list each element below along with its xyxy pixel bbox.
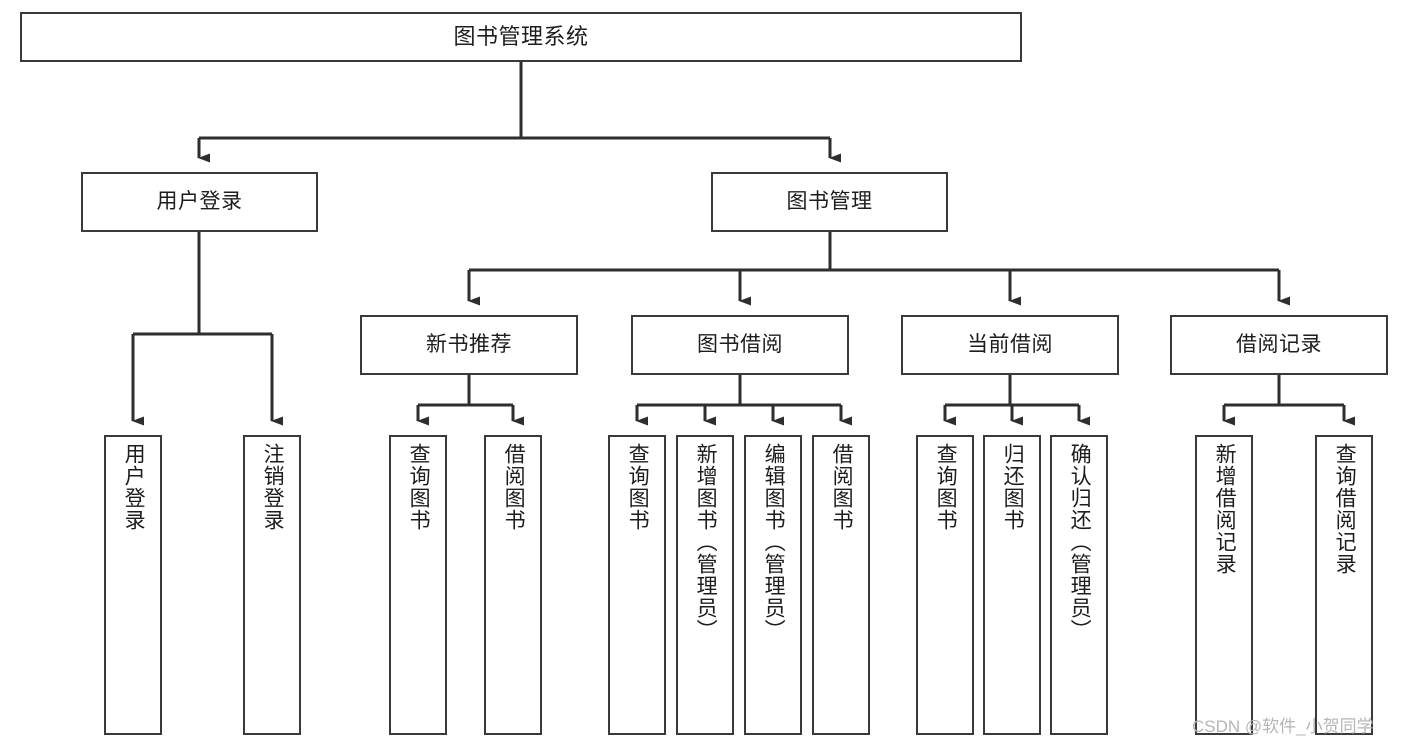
node-leaf-query-book-current[interactable]: 查询图书 (916, 435, 974, 735)
node-leaf-return-book[interactable]: 归还图书 (983, 435, 1041, 735)
node-label: 用户登录 (156, 190, 243, 214)
node-user-login[interactable]: 用户登录 (81, 172, 318, 232)
node-leaf-edit-book-admin[interactable]: 编辑图书（管理员） (744, 435, 802, 735)
node-label: 注销登录 (261, 443, 285, 531)
node-leaf-borrow-book-recommendation[interactable]: 借阅图书 (484, 435, 542, 735)
node-leaf-logout-login[interactable]: 注销登录 (243, 435, 301, 735)
node-leaf-add-borrowing-record[interactable]: 新增借阅记录 (1195, 435, 1253, 735)
node-leaf-query-borrowing-record[interactable]: 查询借阅记录 (1315, 435, 1373, 735)
node-label: 图书管理系统 (453, 23, 589, 49)
node-book-management[interactable]: 图书管理 (711, 172, 948, 232)
node-label: 借阅图书 (830, 443, 854, 531)
node-label: 查询借阅记录 (1333, 443, 1357, 575)
node-label: 当前借阅 (967, 333, 1053, 357)
node-root-book-management-system[interactable]: 图书管理系统 (20, 12, 1022, 62)
node-label: 新书推荐 (426, 333, 512, 357)
node-label: 查询图书 (407, 443, 431, 531)
node-label: 图书借阅 (697, 333, 783, 357)
node-new-book-recommendation[interactable]: 新书推荐 (360, 315, 578, 375)
node-leaf-borrow-book[interactable]: 借阅图书 (812, 435, 870, 735)
node-leaf-query-book-recommendation[interactable]: 查询图书 (389, 435, 447, 735)
node-label: 编辑图书（管理员） (762, 443, 786, 641)
node-label: 新增图书（管理员） (694, 443, 718, 641)
csdn-watermark: CSDN @软件_小贺同学 (1192, 717, 1374, 736)
node-book-borrowing[interactable]: 图书借阅 (631, 315, 849, 375)
node-label: 借阅图书 (502, 443, 526, 531)
node-label: 确认归还（管理员） (1068, 443, 1092, 641)
node-label: 借阅记录 (1236, 333, 1322, 357)
node-label: 查询图书 (626, 443, 650, 531)
node-label: 查询图书 (934, 443, 958, 531)
node-label: 图书管理 (786, 190, 873, 214)
node-leaf-query-book-borrowing[interactable]: 查询图书 (608, 435, 666, 735)
node-leaf-confirm-return-admin[interactable]: 确认归还（管理员） (1050, 435, 1108, 735)
node-current-borrowing[interactable]: 当前借阅 (901, 315, 1119, 375)
node-label: 用户登录 (122, 443, 146, 531)
node-leaf-add-book-admin[interactable]: 新增图书（管理员） (676, 435, 734, 735)
node-label: 新增借阅记录 (1213, 443, 1237, 575)
node-leaf-user-login[interactable]: 用户登录 (104, 435, 162, 735)
node-borrowing-records[interactable]: 借阅记录 (1170, 315, 1388, 375)
node-label: 归还图书 (1001, 443, 1025, 531)
